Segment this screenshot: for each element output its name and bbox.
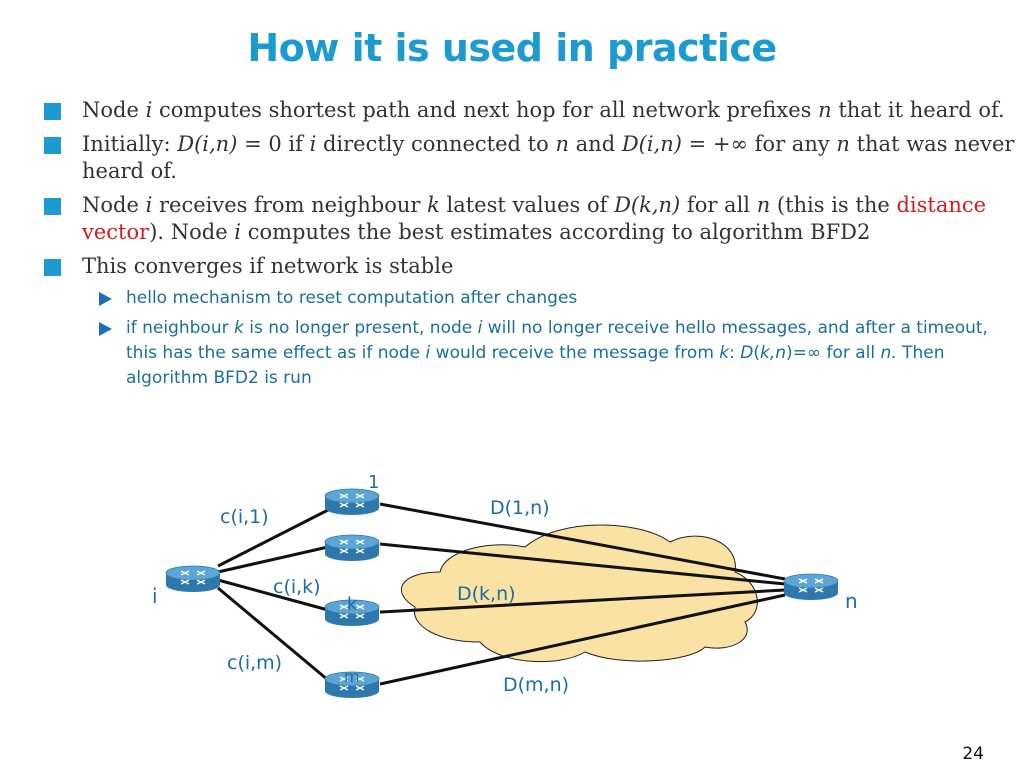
- text-run: k: [427, 193, 440, 217]
- text-run: i: [309, 132, 317, 156]
- router-n-icon: [783, 573, 839, 601]
- bullet-square-icon: [44, 198, 61, 215]
- text-run: n: [818, 98, 832, 122]
- bullet-square-icon: [44, 103, 61, 120]
- network-cloud: [400, 524, 758, 663]
- text-run: hello mechanism to reset computation aft…: [126, 288, 578, 308]
- page-title: How it is used in practice: [247, 26, 777, 70]
- path-1-n: [379, 502, 786, 581]
- path-m-n: [379, 593, 786, 686]
- distance-label-dmn: D(m,n): [503, 674, 569, 696]
- text-run: )=∞ for all: [786, 343, 881, 363]
- text-run: k: [234, 318, 244, 338]
- text-run: will no longer receive hello messages, a…: [126, 318, 988, 363]
- text-run: D(i,n): [621, 132, 682, 156]
- link-i-k: [217, 578, 329, 612]
- text-run: i: [425, 343, 431, 363]
- text-run: Then algorithm BFD2 is run: [126, 343, 945, 388]
- text-run: for all: [680, 193, 757, 217]
- bullet-square-icon: [44, 259, 61, 276]
- text-run: Node: [82, 193, 146, 217]
- link-i-2: [217, 545, 329, 574]
- page-number: 24: [962, 744, 984, 764]
- node-label-i: i: [152, 584, 158, 608]
- bullet-item: Node i receives from neighbour k latest …: [44, 192, 1019, 246]
- router-2-icon: [324, 534, 380, 562]
- bullet-list: Node i computes shortest path and next h…: [44, 97, 1019, 397]
- text-run: computes shortest path and next hop for …: [152, 98, 819, 122]
- link-label-cim: c(i,m): [227, 652, 282, 674]
- link-i-1: [217, 508, 329, 568]
- text-run: = +∞ for any: [681, 132, 837, 156]
- text-run: n: [555, 132, 569, 156]
- text-run: n: [756, 193, 771, 217]
- sub-bullet-item: hello mechanism to reset computation aft…: [44, 286, 1019, 311]
- text-run: (: [753, 343, 761, 363]
- node-label-k: k: [347, 594, 358, 615]
- text-run: = 0 if: [237, 132, 310, 156]
- bullet-square-icon: [44, 137, 61, 154]
- node-label-1: 1: [368, 472, 379, 493]
- text-run: Initially:: [82, 132, 178, 156]
- path-k-n: [379, 588, 786, 614]
- link-i-m: [217, 586, 329, 682]
- text-run: i: [145, 193, 153, 217]
- distance-label-dkn: D(k,n): [457, 583, 516, 605]
- text-run: Node: [82, 98, 146, 122]
- text-run: This converges if network is stable: [82, 254, 454, 278]
- text-run: D(k,n): [614, 193, 681, 217]
- text-run: D: [740, 343, 754, 363]
- text-run: i: [145, 98, 153, 122]
- text-run: and: [568, 132, 622, 156]
- text-run: k: [719, 343, 730, 363]
- text-run: n: [836, 132, 850, 156]
- text-run: k,n: [760, 343, 787, 363]
- text-run: computes the best estimates according to…: [241, 220, 871, 244]
- text-run: that was never heard of.: [82, 132, 1015, 183]
- text-run: i: [234, 220, 242, 244]
- text-run: is no longer present, node: [243, 318, 478, 338]
- text-run: ). Node: [149, 220, 235, 244]
- text-run: n.: [880, 343, 897, 363]
- node-label-n: n: [845, 589, 858, 613]
- text-run: (this is the: [770, 193, 897, 217]
- text-run: directly connected to: [316, 132, 556, 156]
- text-run: latest values of: [439, 193, 615, 217]
- bullet-item: Initially: D(i,n) = 0 if i directly conn…: [44, 131, 1019, 185]
- node-label-m: m: [344, 667, 360, 686]
- text-run: if neighbour: [126, 318, 234, 338]
- text-run: distance vector: [82, 193, 987, 244]
- bullet-triangle-icon: [99, 292, 112, 306]
- text-run: would receive the message from: [430, 343, 720, 363]
- text-run: :: [729, 343, 741, 363]
- text-run: D(i,n): [177, 132, 238, 156]
- text-run: receives from neighbour: [152, 193, 428, 217]
- network-diagram: 1 k m i n c(i,1) c(i,k) c(i,m) D(1,n) D(…: [152, 472, 858, 699]
- link-label-ci1: c(i,1): [220, 506, 269, 528]
- sub-bullet-item: if neighbour k is no longer present, nod…: [44, 316, 1019, 391]
- text-run: that it heard of.: [831, 98, 1005, 122]
- distance-label-d1n: D(1,n): [490, 497, 550, 519]
- router-i-icon: [165, 565, 221, 593]
- path-2-n: [379, 542, 786, 586]
- bullet-item: This converges if network is stable: [44, 253, 1019, 280]
- bullet-triangle-icon: [99, 322, 112, 336]
- text-run: i: [477, 318, 483, 338]
- bullet-item: Node i computes shortest path and next h…: [44, 97, 1019, 124]
- link-label-cik: c(i,k): [273, 576, 321, 598]
